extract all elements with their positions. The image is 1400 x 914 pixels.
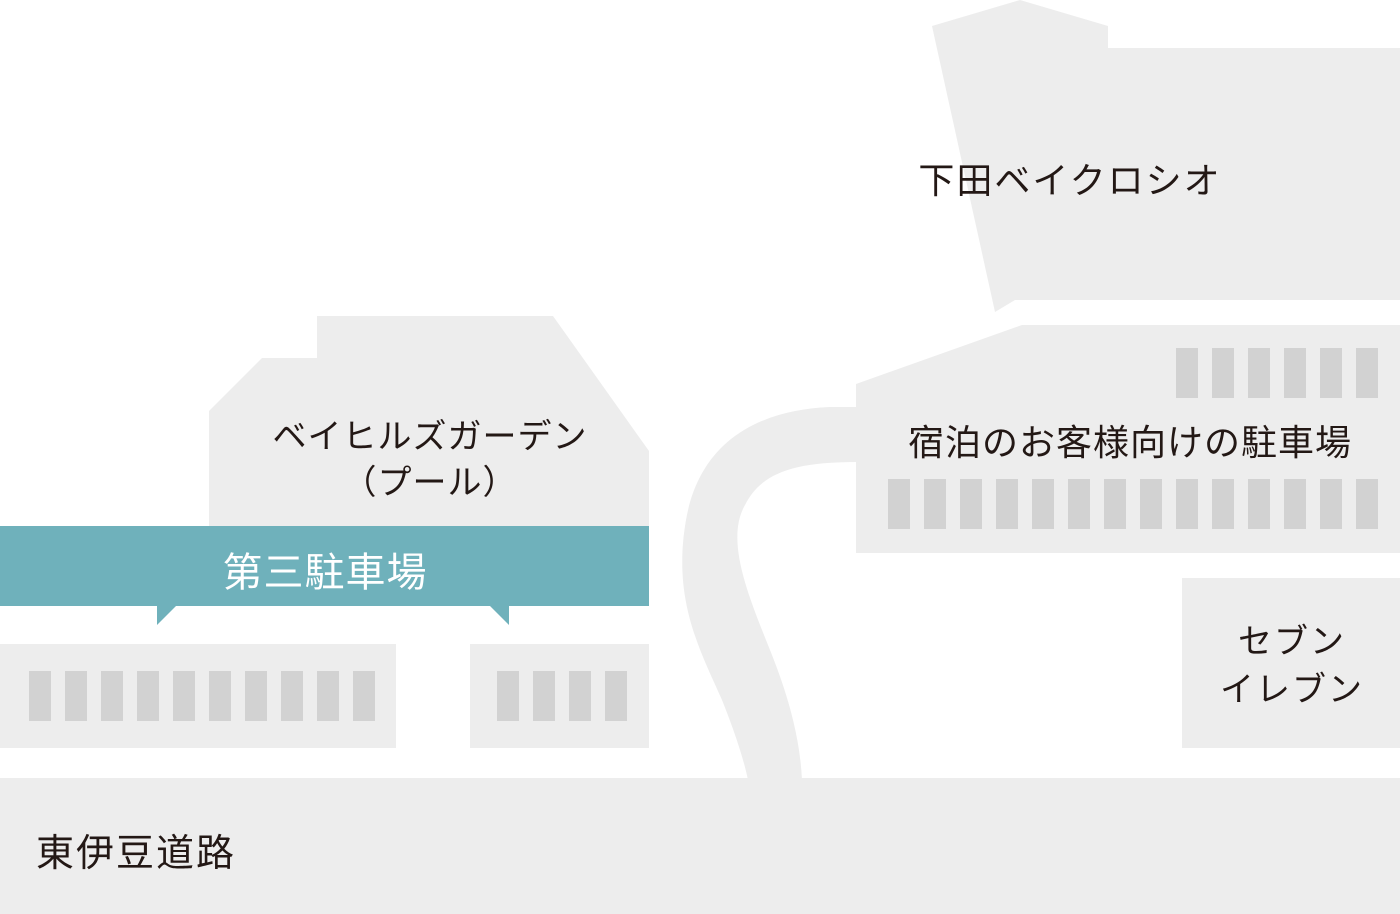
banner-pointer-left (157, 605, 177, 625)
seven-eleven-label-line1: セブン (1238, 622, 1346, 662)
guest-parking-label: 宿泊のお客様向けの駐車場 (907, 423, 1352, 464)
pool-building[interactable] (209, 316, 649, 526)
seven-eleven-label: セブン イレブン (1182, 618, 1400, 714)
road-label: 東伊豆道路 (36, 831, 237, 875)
third-parking-stalls-left (29, 671, 375, 721)
third-parking-stalls-right (497, 671, 627, 721)
hotel-label: 下田ベイクロシオ (918, 161, 1222, 202)
access-road (682, 407, 856, 780)
pool-label-line2: （プール） (342, 463, 518, 503)
seven-eleven-store[interactable] (1182, 578, 1400, 748)
main-road (0, 778, 1400, 914)
guest-parking-stalls-upper (1176, 348, 1378, 398)
pool-label-line1: ベイヒルズガーデン (272, 417, 588, 457)
third-parking-banner[interactable] (0, 526, 649, 606)
pool-label: ベイヒルズガーデン （プール） (210, 414, 650, 506)
banner-pointer-right (489, 605, 509, 625)
third-parking-label: 第三駐車場 (222, 550, 428, 596)
guest-parking-stalls-lower (888, 479, 1378, 529)
seven-eleven-label-line2: イレブン (1220, 670, 1364, 710)
hotel-building[interactable] (932, 0, 1400, 312)
